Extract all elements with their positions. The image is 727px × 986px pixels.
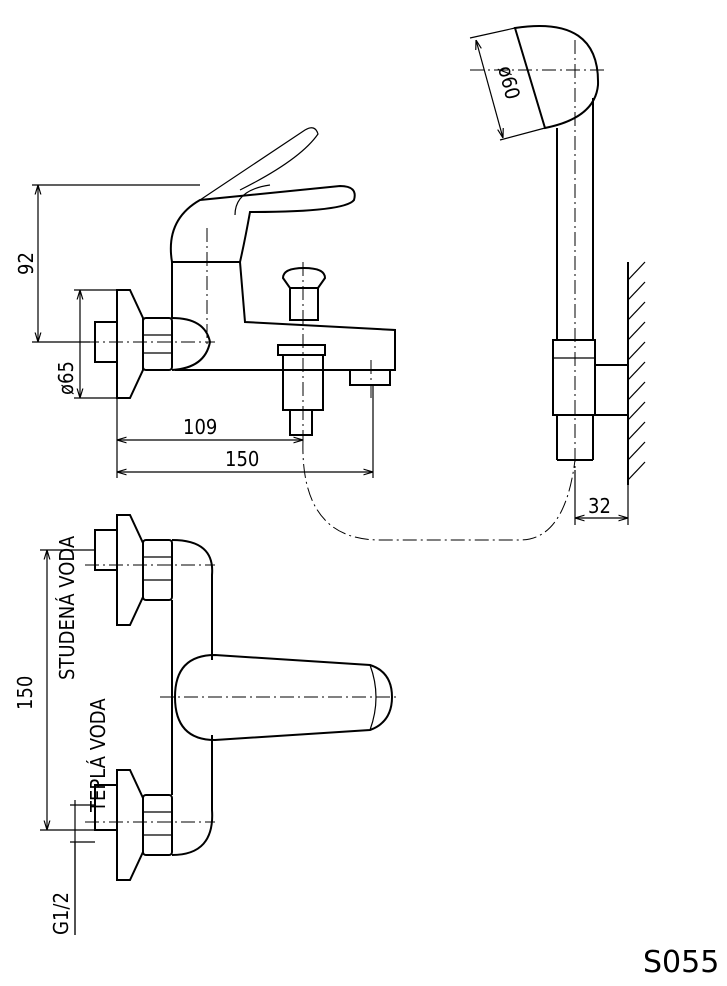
dim-32-label: 32 xyxy=(588,494,611,518)
hot-water-label: TEPLÁ VODA xyxy=(86,698,110,813)
dimension-thread: G1/2 xyxy=(49,800,95,935)
dimension-92: 92 xyxy=(14,184,200,343)
shower-hose xyxy=(302,439,576,541)
dim-60-label: ø60 xyxy=(493,63,525,102)
dimension-shower-diameter: ø60 xyxy=(469,27,546,141)
faucet-side-view xyxy=(85,127,396,440)
faucet-front-view xyxy=(85,514,400,881)
dim-109-label: 109 xyxy=(183,415,217,439)
dimension-flange-diameter: ø65 xyxy=(54,289,117,399)
cold-water-label: STUDENÁ VODA xyxy=(55,535,79,680)
drawing-code: S055 xyxy=(643,945,719,980)
dim-92-label: 92 xyxy=(14,252,38,275)
dim-150-vertical-label: 150 xyxy=(13,676,37,710)
thread-label: G1/2 xyxy=(49,892,73,935)
dim-65-label: ø65 xyxy=(54,361,78,395)
dimension-150-vertical: 150 xyxy=(13,549,95,831)
dimension-32: 32 xyxy=(574,470,629,525)
dim-150-label: 150 xyxy=(225,447,259,471)
dimension-150-horizontal: 150 xyxy=(117,385,374,478)
dimension-109: 109 xyxy=(116,398,303,478)
shower-set xyxy=(470,24,646,485)
